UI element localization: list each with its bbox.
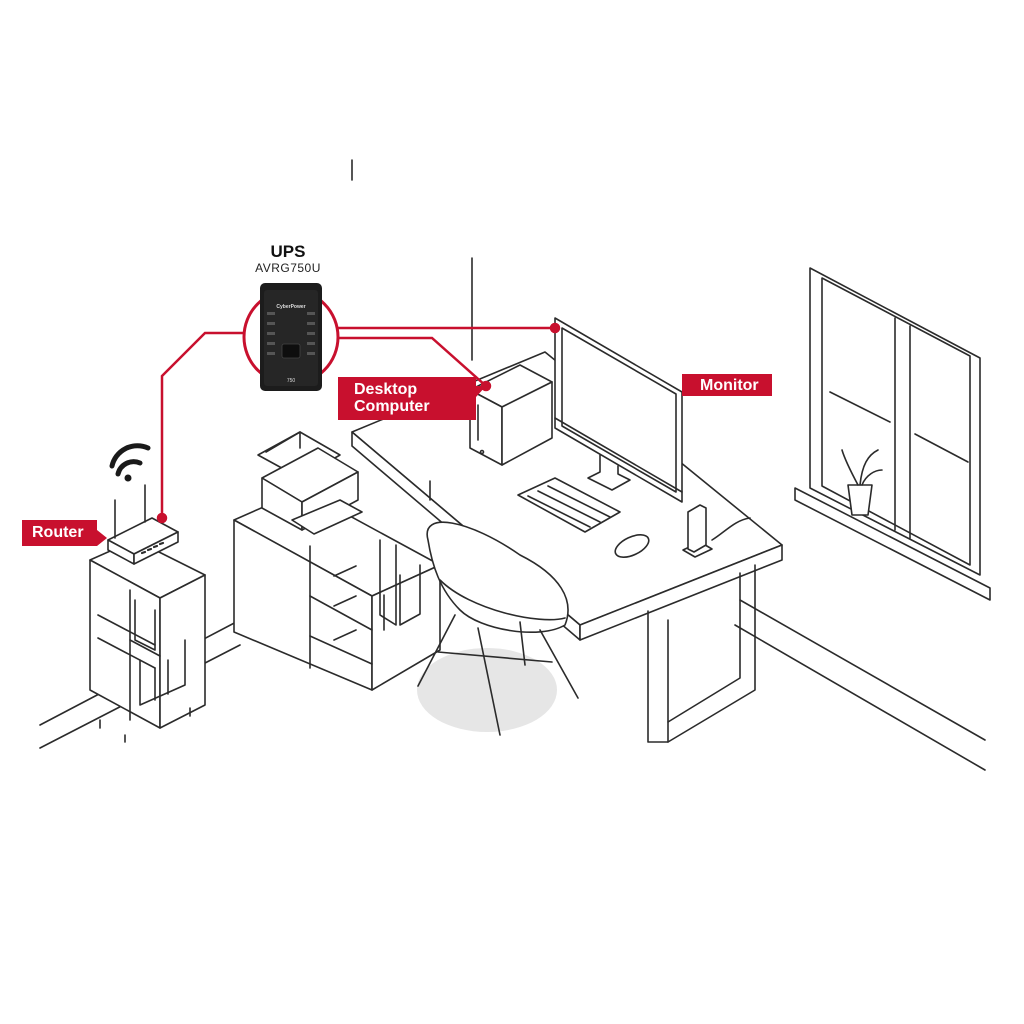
- desktop-label-bg: [338, 377, 486, 420]
- monitor: [554, 317, 683, 503]
- monitor-label-bg: [682, 374, 772, 396]
- mouse: [614, 534, 650, 558]
- ups-model: AVRG750U: [255, 261, 321, 275]
- router-device: [107, 484, 179, 565]
- router-shelf: [89, 539, 206, 743]
- desktop-label-line2: Computer: [354, 398, 430, 415]
- ups-capacity: 750: [287, 378, 296, 384]
- router-label-bg: [22, 520, 107, 546]
- phone-dock: [682, 504, 751, 558]
- router-label: Router: [32, 524, 84, 541]
- chair: [417, 521, 579, 736]
- printer: [257, 431, 363, 535]
- window: [794, 267, 991, 601]
- desktop-label: Desktop Computer: [354, 381, 430, 415]
- desktop-label-line1: Desktop: [354, 381, 418, 398]
- desktop-tower: [469, 364, 553, 466]
- connection-lines: [156, 322, 561, 524]
- ups-title: UPS: [270, 242, 306, 261]
- ups-device: CyberPower 750: [260, 283, 322, 391]
- floor-shadow: [417, 648, 557, 732]
- monitor-label: Monitor: [700, 377, 759, 394]
- wifi-icon: [109, 443, 151, 482]
- ups-brand: CyberPower: [276, 304, 305, 310]
- keyboard: [517, 477, 621, 533]
